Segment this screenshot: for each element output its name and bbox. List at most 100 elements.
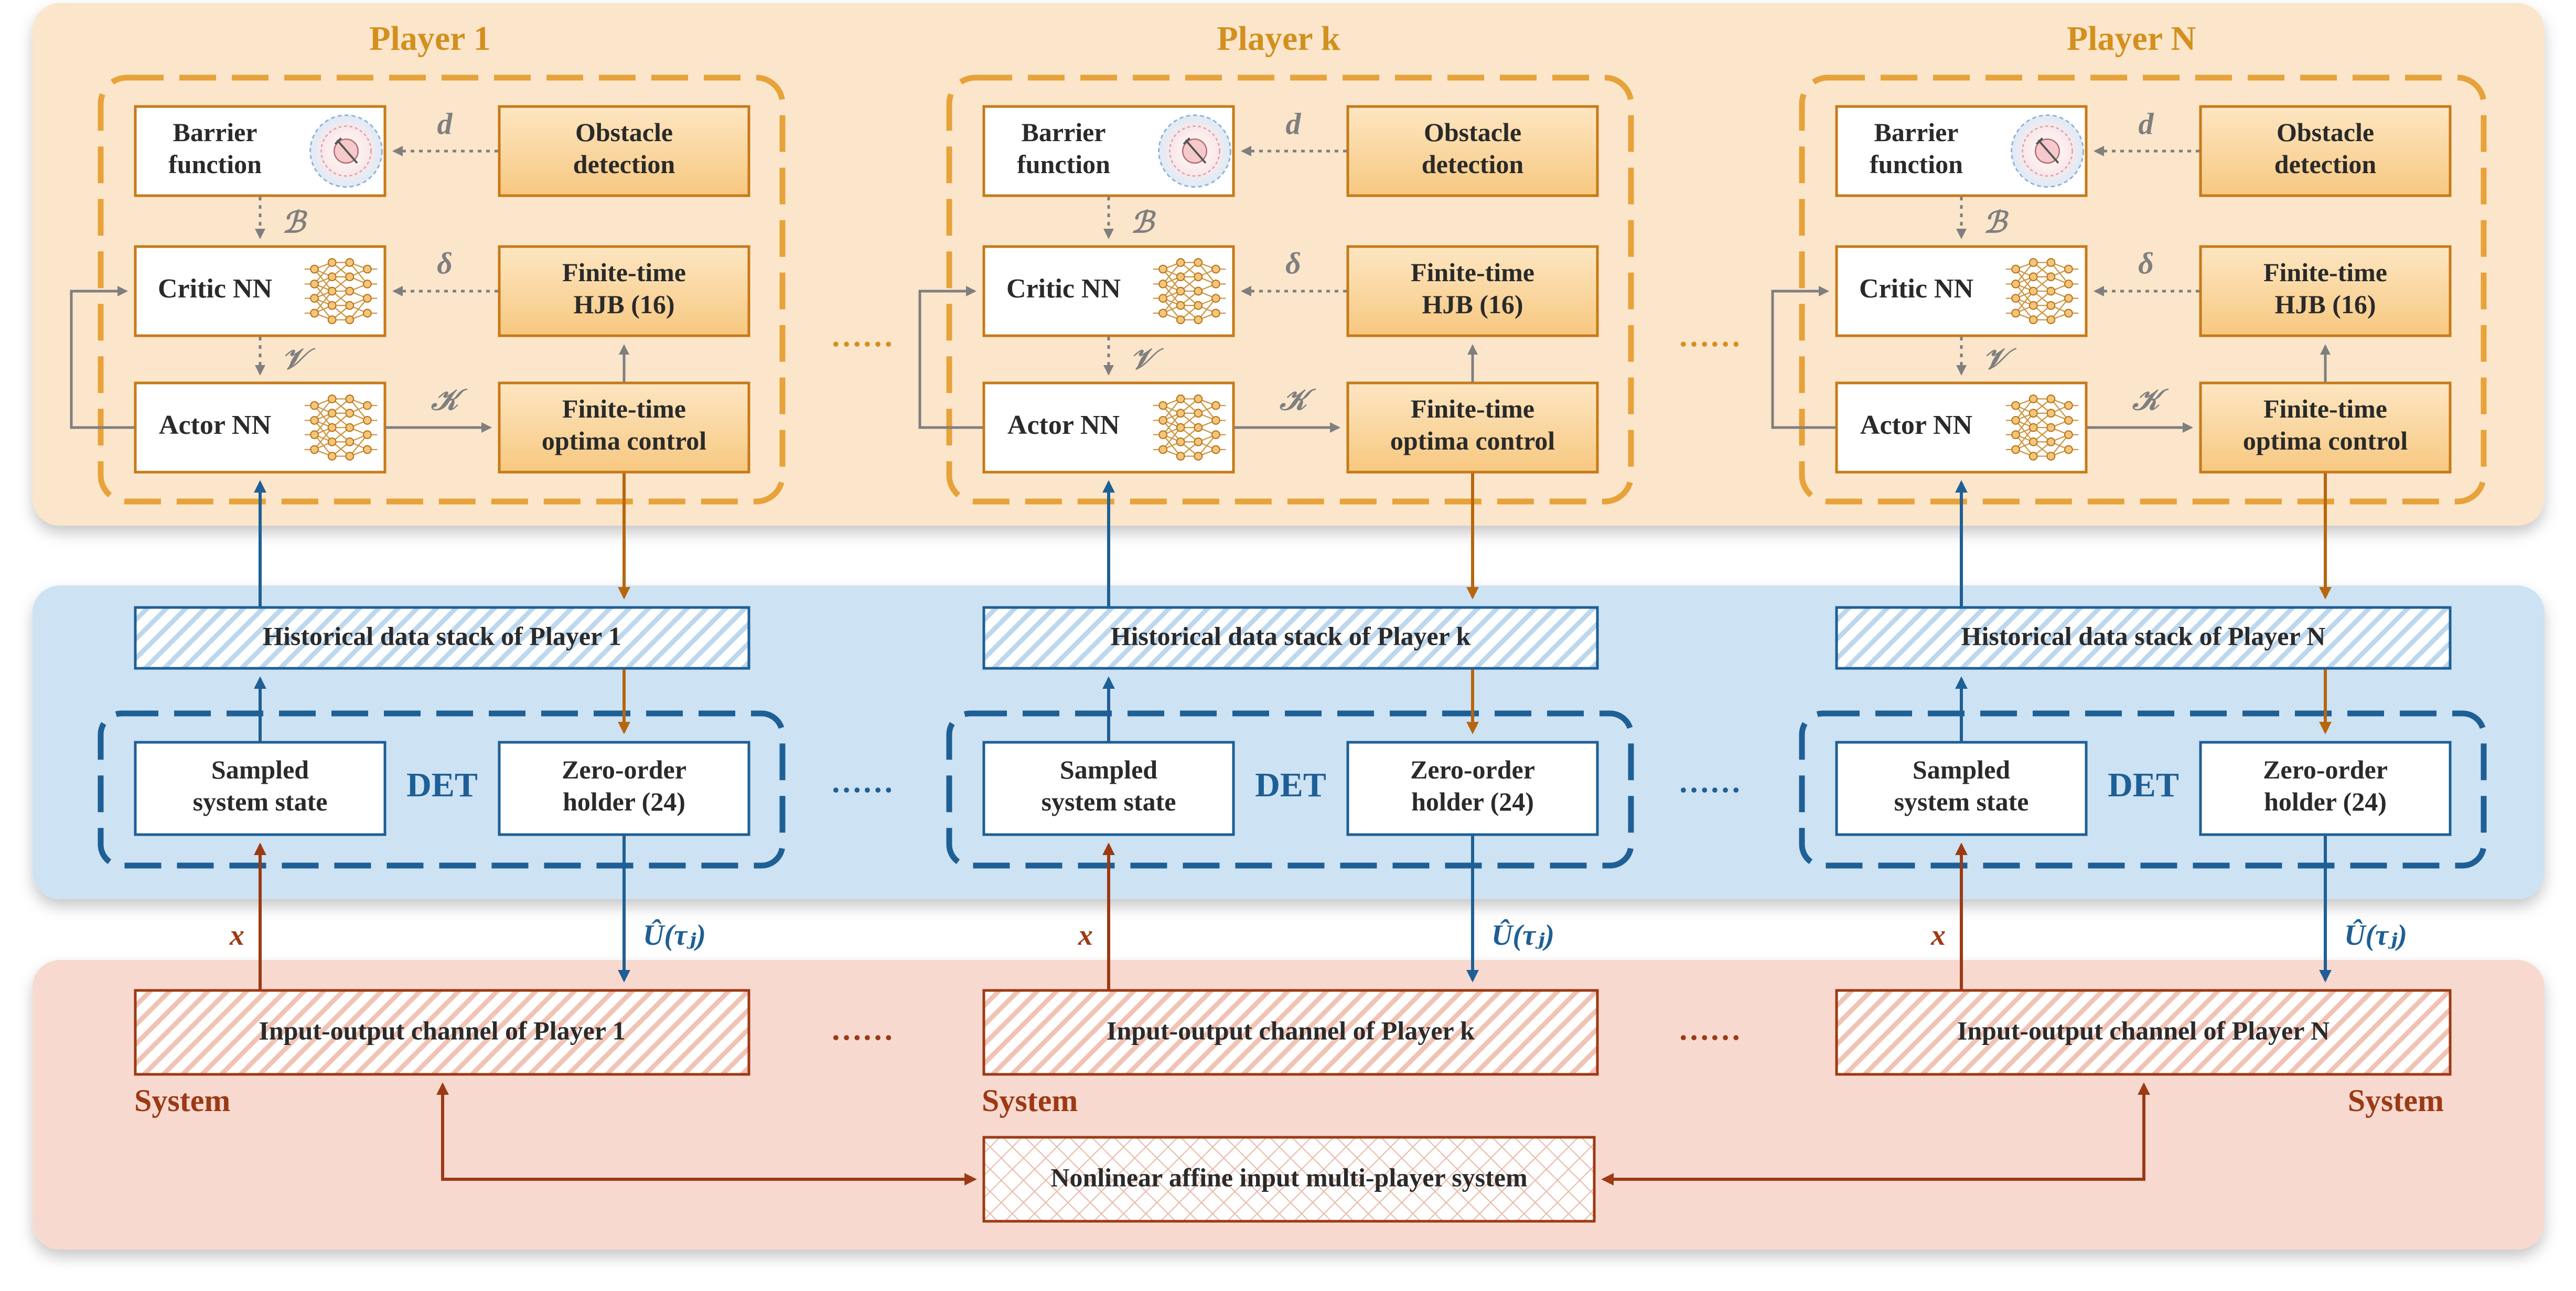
critic-nn-label: Critic NN	[158, 274, 272, 304]
finite-time-hjb-box	[2199, 245, 2452, 337]
historical-data-stack-label: Historical data stack of Player N	[1961, 621, 2326, 650]
symbol-delta: δ	[2138, 246, 2154, 280]
actor-to-critic-feedback-arrow	[70, 286, 134, 429]
player-controller-frame	[1799, 74, 2487, 505]
player-controller-frame	[946, 74, 1634, 505]
historical-data-stack-label: Historical data stack of Player 1	[263, 621, 621, 650]
barrier-function-icon	[2010, 114, 2085, 188]
sampled-system-state-box	[1835, 741, 2088, 836]
finite-time-optimal-control-box	[2199, 381, 2452, 474]
symbol-u-hat: Û(τⱼ)	[2344, 919, 2407, 952]
obstacle-detection-box	[2199, 105, 2452, 197]
player-title: Player N	[2067, 19, 2196, 58]
zero-order-holder-box	[498, 741, 750, 836]
actor-nn-label: Actor NN	[1860, 410, 1972, 440]
actor-nn-label: Actor NN	[1007, 410, 1120, 440]
historical-data-stack-box	[134, 606, 750, 670]
ellipsis-system-row-1: ……	[831, 1012, 894, 1047]
zero-order-holder-box	[1346, 741, 1599, 836]
nonlinear-system-box	[982, 1136, 1596, 1223]
det-frame	[98, 710, 786, 869]
barrier-function-icon	[1157, 114, 1232, 188]
det-label: DET	[1255, 766, 1326, 804]
det-label: DET	[406, 766, 478, 804]
symbol-x: x	[1930, 919, 1946, 952]
symbol-d: d	[2139, 106, 2154, 141]
symbol-delta: δ	[437, 246, 453, 280]
ellipsis-player-row-2: ……	[1678, 318, 1741, 353]
historical-data-stack-box	[1835, 606, 2452, 670]
det-frame	[946, 710, 1634, 869]
historical-data-stack-label: Historical data stack of Player k	[1111, 621, 1471, 650]
ellipsis-det-row-2: ……	[1678, 764, 1741, 799]
finite-time-hjb-box	[498, 245, 750, 337]
symbol-x: x	[1078, 919, 1093, 952]
obstacle-detection-box	[1346, 105, 1599, 197]
nonlinear-system-label: Nonlinear affine input multi-player syst…	[1050, 1162, 1527, 1192]
player-title: Player k	[1217, 19, 1340, 58]
finite-time-optimal-control-box	[498, 381, 750, 474]
critic-nn-label: Critic NN	[1859, 274, 1973, 304]
input-output-channel-label: Input-output channel of Player k	[1107, 1016, 1475, 1045]
player-controller-frame	[98, 74, 786, 505]
actor-to-critic-feedback-arrow	[1771, 286, 1836, 429]
sampled-system-state-box	[134, 741, 387, 836]
critic-nn-label: Critic NN	[1006, 274, 1121, 304]
system-link-player-1	[436, 1082, 977, 1186]
input-output-channel-box	[1835, 989, 2452, 1076]
actor-nn-label: Actor NN	[159, 410, 271, 440]
ellipsis-det-row-1: ……	[831, 764, 894, 799]
ellipsis-system-row-2: ……	[1678, 1012, 1741, 1047]
input-output-channel-box	[982, 989, 1599, 1076]
system-label-k: System	[982, 1083, 1078, 1118]
symbol-barrier-B: ℬ	[1983, 207, 2009, 239]
system-label-1: System	[134, 1083, 230, 1118]
input-output-channel-box	[134, 989, 750, 1076]
system-label-n: System	[2348, 1083, 2444, 1118]
system-link-player-n	[1601, 1082, 2150, 1186]
symbol-u-hat: Û(τⱼ)	[643, 919, 706, 952]
input-output-channel-label: Input-output channel of Player 1	[259, 1016, 625, 1045]
symbol-delta: δ	[1285, 246, 1301, 280]
finite-time-optimal-control-box	[1346, 381, 1599, 474]
ellipsis-player-row-1: ……	[831, 318, 894, 353]
symbol-u-hat: Û(τⱼ)	[1491, 919, 1554, 952]
symbol-x: x	[229, 919, 244, 952]
det-label: DET	[2108, 766, 2179, 804]
symbol-d: d	[437, 106, 453, 141]
sampled-system-state-box	[982, 741, 1235, 836]
player-title: Player 1	[369, 19, 491, 58]
symbol-barrier-B: ℬ	[282, 207, 308, 239]
historical-data-stack-box	[982, 606, 1599, 670]
zero-order-holder-box	[2199, 741, 2452, 836]
input-output-channel-label: Input-output channel of Player N	[1957, 1016, 2330, 1045]
barrier-function-icon	[309, 114, 383, 188]
obstacle-detection-box	[498, 105, 750, 197]
det-frame	[1799, 710, 2487, 869]
symbol-d: d	[1286, 106, 1302, 141]
symbol-barrier-B: ℬ	[1131, 207, 1156, 239]
finite-time-hjb-box	[1346, 245, 1599, 337]
